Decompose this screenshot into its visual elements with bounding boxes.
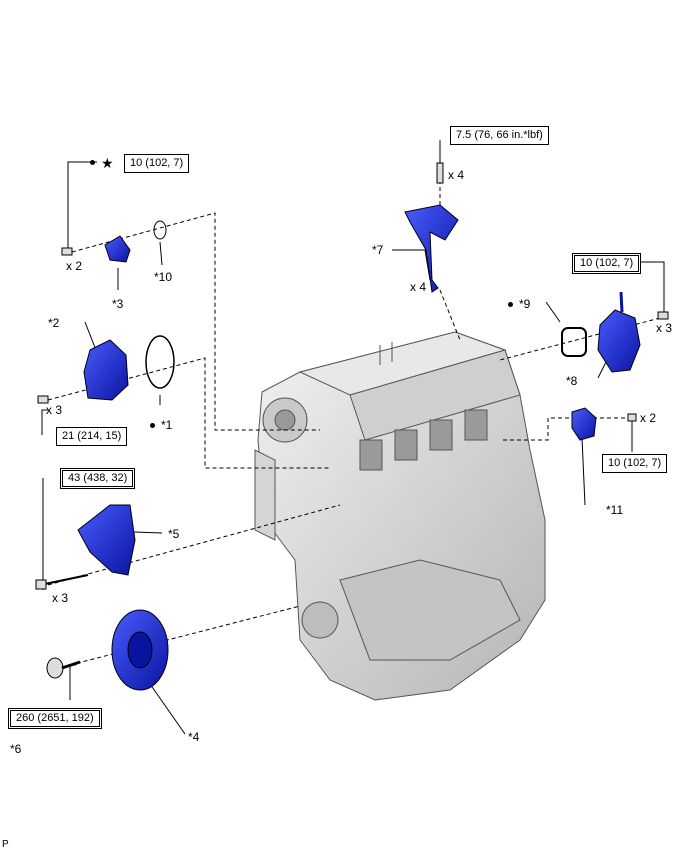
qty-right-mid: x 2 [640,411,657,425]
part-label-11: *11 [606,503,624,517]
part-label-9: *9 [519,297,531,311]
part-sensor [104,235,131,263]
qty-left-mid: x 3 [46,403,63,417]
torque-bracket: 43 (438, 32) [60,468,136,489]
part-label-5: *5 [168,527,180,541]
leader-lines [41,140,665,735]
torque-coil-bolt: 7.5 (76, 66 in.*lbf) [450,126,549,145]
qty-left-low: x 3 [52,591,69,605]
figure-code: P [2,839,9,850]
part-label-4: *4 [188,730,200,744]
qty-coil: x 4 [410,280,427,294]
part-gasket-ring [145,335,175,389]
marker-left-top: ★ [90,155,120,170]
qty-right-top: x 3 [656,321,673,335]
part-label-3: *3 [112,297,124,311]
star-symbol: ★ [101,154,114,171]
marker-part-9: *9 [508,297,530,311]
dot-marker-1 [150,423,155,429]
marker-part-1: *1 [150,418,172,432]
part-cover [83,339,129,401]
dot-marker [90,160,95,166]
part-label-10: *10 [154,270,173,284]
bolts [35,162,669,679]
torque-left-top: 10 (102, 7) [124,154,190,173]
dot-marker-9 [508,302,513,308]
part-vacuum-pump [597,291,641,373]
qty-coil-bolt: x 4 [448,168,465,182]
part-label-1: *1 [161,418,173,432]
torque-pulley: 260 (2651, 192) [8,708,102,729]
torque-left-mid: 21 (214, 15) [56,427,128,446]
part-label-6: *6 [10,742,22,756]
part-ignition-coil [404,204,459,293]
qty-left-top: x 2 [66,259,83,273]
part-label-2: *2 [48,316,60,330]
torque-right-top: 10 (102, 7) [572,253,642,274]
part-small-bracket [571,407,597,441]
part-label-7: *7 [372,243,384,257]
part-gasket-square [561,327,587,357]
engine-block [254,331,546,701]
part-oring-small [153,220,167,240]
part-label-8: *8 [566,374,578,388]
part-pulley [111,609,169,691]
part-bracket [77,504,136,576]
torque-right-mid: 10 (102, 7) [602,454,668,473]
